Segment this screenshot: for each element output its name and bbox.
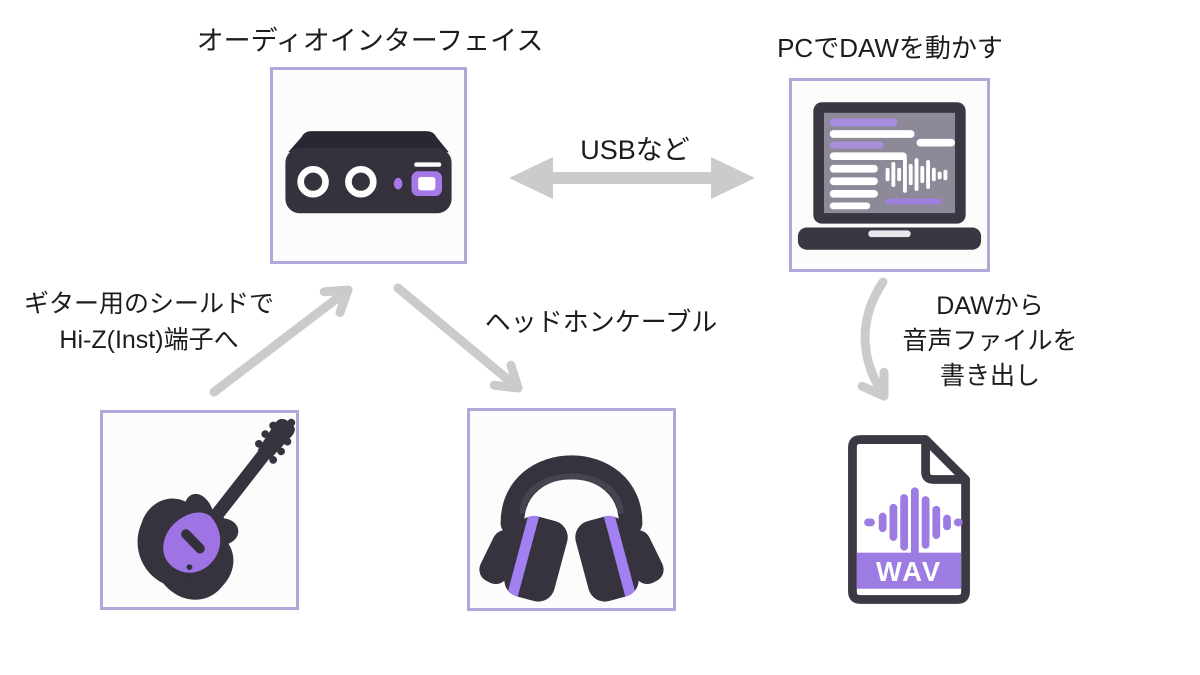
wav-export-label-line2: 音声ファイルを <box>902 327 1078 355</box>
audio-interface-label: オーディオインターフェイス <box>196 26 544 56</box>
headphones-box <box>467 408 676 611</box>
wav-badge: WAV <box>876 556 942 587</box>
headphone-cable-label: ヘッドホンケーブル <box>484 307 718 337</box>
guitar-cable-label-line2: Hi-Z(Inst)端子へ <box>59 326 239 354</box>
guitar-cable-label: ギター用のシールドで Hi-Z(Inst)端子へ <box>3 286 295 358</box>
electric-guitar-icon <box>137 418 296 600</box>
laptop-daw-icon <box>797 102 982 250</box>
wav-file-icon: WAV <box>848 435 970 604</box>
audio-interface-box <box>270 67 467 264</box>
usb-edge-label: USBなど <box>580 135 690 165</box>
wav-export-label-line1: DAWから <box>936 292 1044 320</box>
pc-to-wav-curved-arrow <box>857 277 889 401</box>
pc-box <box>789 78 990 272</box>
pc-label: PCでDAWを動かす <box>777 33 1003 63</box>
audio-interface-icon <box>285 131 452 214</box>
guitar-box <box>100 410 299 610</box>
guitar-cable-label-line1: ギター用のシールドで <box>23 290 274 318</box>
wav-export-label-line3: 書き出し <box>939 362 1040 390</box>
headphones-icon <box>479 455 664 603</box>
wav-export-label: DAWから 音声ファイルを 書き出し <box>885 289 1095 394</box>
